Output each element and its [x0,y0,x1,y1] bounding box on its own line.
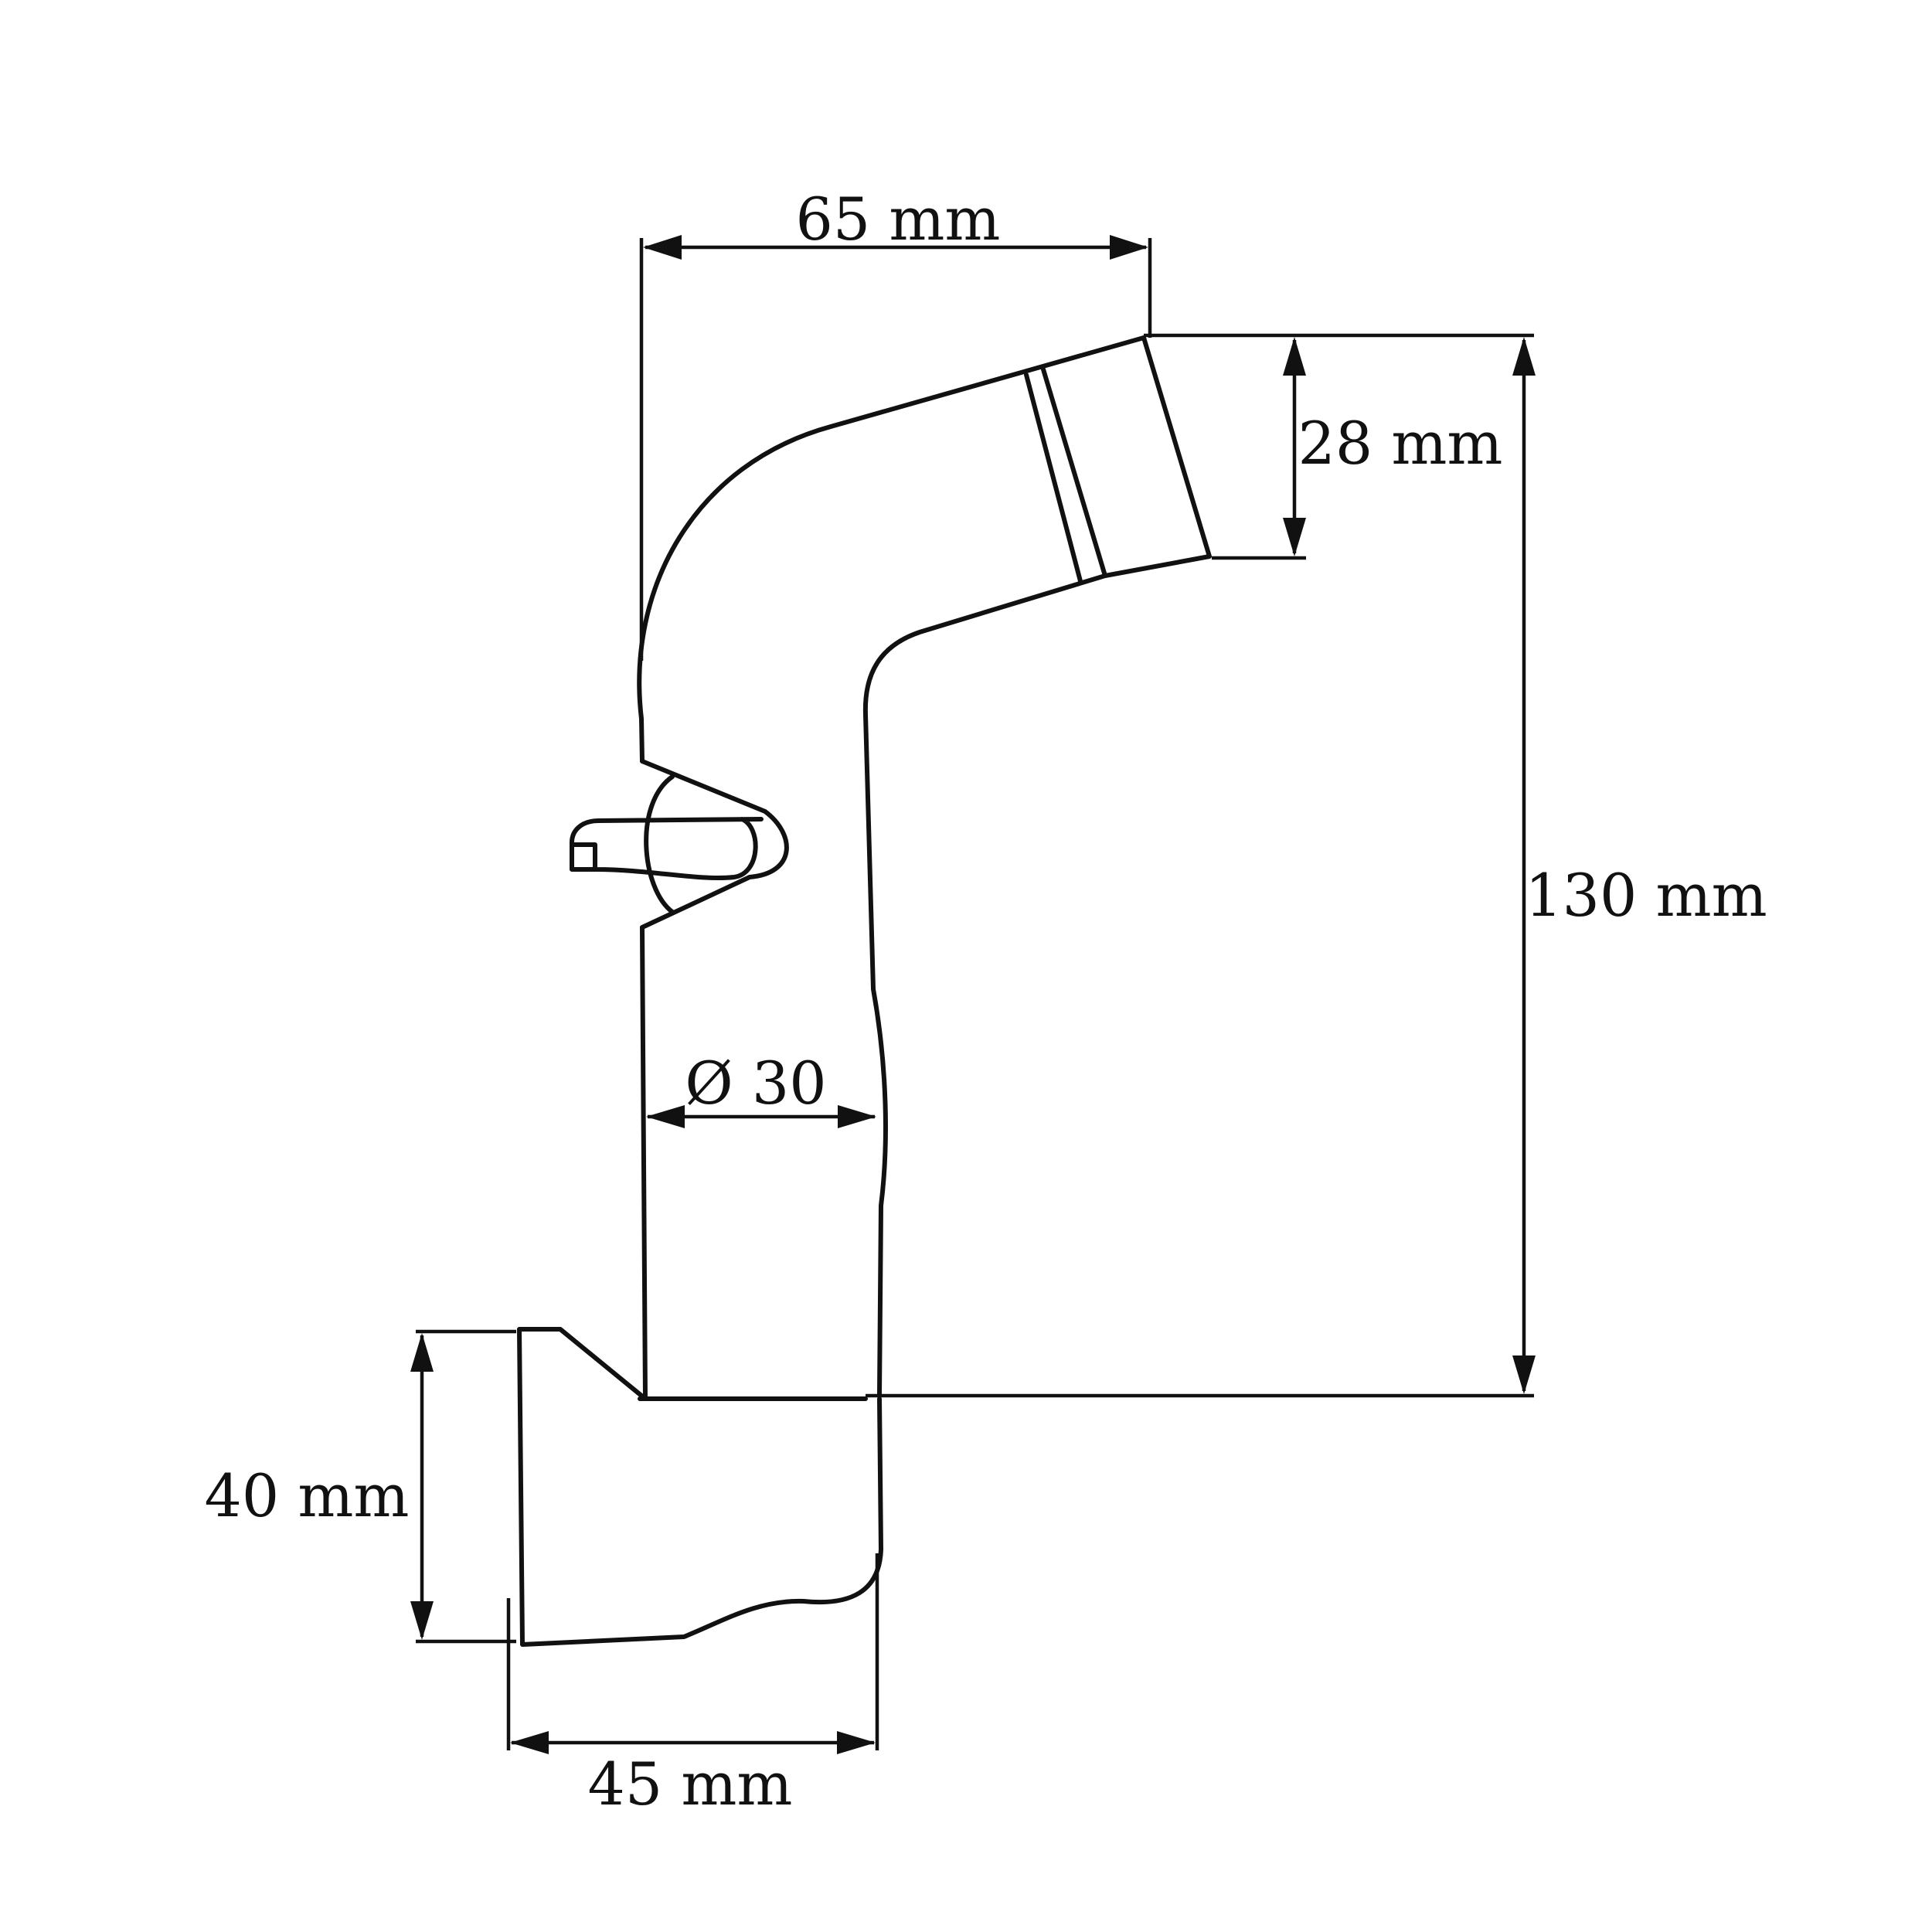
sprayer-back-curve [637,335,1146,1401]
arrow-40-bottom [410,1601,434,1640]
nozzle-head [1024,335,1212,583]
sprayer-outline [517,335,1212,1647]
arrow-130-bottom [1512,1355,1536,1394]
arrow-45-left [510,1731,549,1754]
trigger-lever [570,759,789,930]
arrow-30-left [646,1105,685,1128]
arrow-30-right [838,1105,876,1128]
arrow-28-bottom [1283,518,1306,556]
label-nozzle-diameter: 28 mm [1298,409,1503,478]
label-top-width: 65 mm [796,185,1001,253]
arrow-130-top [1512,337,1536,376]
dimension-lines [410,235,1536,1754]
label-base-height: 40 mm [205,1461,410,1530]
arrow-65-right [1110,235,1148,260]
base-holder [517,1327,883,1647]
arrow-28-top [1283,337,1306,376]
arrow-65-left [643,235,682,260]
label-total-height: 130 mm [1525,861,1767,930]
arrow-45-right [837,1731,876,1754]
label-handle-diameter: Ø 30 [685,1049,826,1117]
arrow-40-top [410,1333,434,1372]
label-base-width: 45 mm [588,1750,793,1818]
dimension-labels: 65 mm 28 mm 130 mm Ø 30 40 mm 45 mm [205,185,1767,1818]
sprayer-front-curve [862,573,1107,1397]
